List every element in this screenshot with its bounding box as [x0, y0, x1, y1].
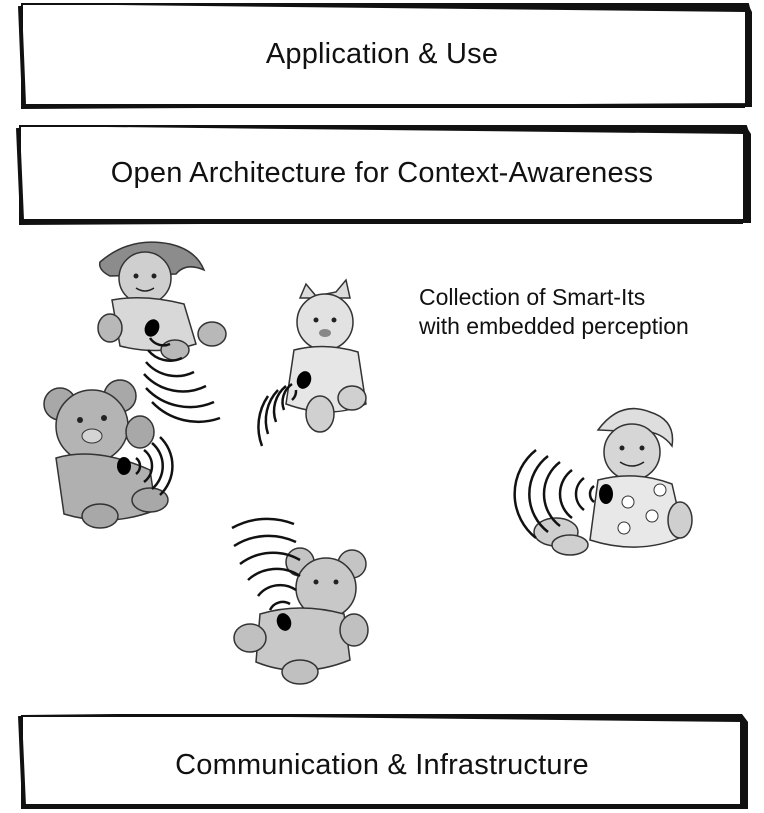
- layer-application-use: Application & Use: [0, 0, 764, 112]
- layer-frame: [18, 714, 748, 810]
- smart-its-caption: Collection of Smart-Its with embedded pe…: [419, 283, 764, 341]
- cat-doll-icon: [257, 278, 367, 447]
- layer-label: Open Architecture for Context-Awareness: [110, 157, 654, 189]
- layer-frame: [18, 3, 752, 110]
- layer-label: Communication & Infrastructure: [175, 749, 589, 781]
- layer-open-architecture: Open Architecture for Context-Awareness: [0, 120, 764, 230]
- layer-frame: [16, 125, 751, 226]
- caption-line-2: with embedded perception: [419, 313, 689, 339]
- layer-label: Application & Use: [265, 38, 499, 70]
- teddy-bear-left-icon: [43, 379, 174, 529]
- girl-doll-icon: [97, 241, 227, 423]
- teddy-bear-bottom-icon: [231, 517, 369, 685]
- clown-doll-icon: [513, 407, 693, 556]
- caption-line-1: Collection of Smart-Its: [419, 284, 646, 310]
- layer-communication-infrastructure: Communication & Infrastructure: [0, 708, 764, 813]
- smart-its-illustration: [43, 241, 693, 685]
